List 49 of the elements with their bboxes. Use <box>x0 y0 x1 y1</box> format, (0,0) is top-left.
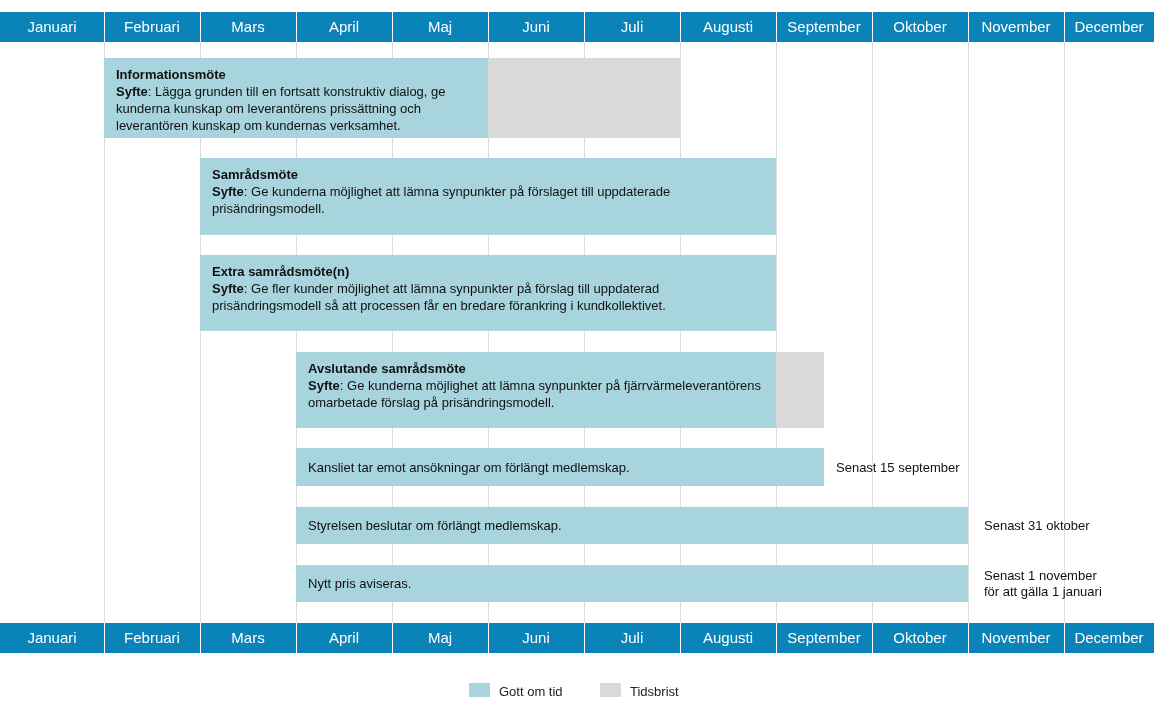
deadline-note: Senast 1 november för att gälla 1 januari <box>984 568 1103 600</box>
month-label: November <box>980 17 1052 37</box>
activity-text: Styrelsen beslutar om förlängt medlemskap. <box>308 517 562 534</box>
month-label: Maj <box>426 17 454 37</box>
month-label: Juni <box>521 628 551 648</box>
activity-bar <box>296 507 968 544</box>
month-label: Januari <box>26 17 78 37</box>
activity-bar <box>200 255 776 331</box>
month-label: Juli <box>619 628 645 648</box>
activity-description: Syfte: Lägga grunden till en fortsatt konstruktiv dialog, ge kunderna kunskap om leverantörens prissättning och leverantören kunskap om kundernas verksamhet. <box>116 83 447 134</box>
month-label: September <box>786 628 862 648</box>
activity-description: Syfte: Ge kunderna möjlighet att lämna synpunkter på fjärrvärmeleverantörens omarbetade förslag på prisändringsmodell. <box>308 377 763 411</box>
activity-title: Avslutande samrådsmöte <box>308 360 467 377</box>
month-label: Augusti <box>701 17 754 37</box>
month-label: April <box>328 628 360 648</box>
month-label: December <box>1073 628 1145 648</box>
activity-text: Kansliet tar emot ansökningar om förlängt medlemskap. <box>308 458 630 476</box>
time-shortage-bar <box>488 58 680 138</box>
legend-label: Tidsbrist <box>630 684 679 699</box>
activity-bar <box>200 158 776 235</box>
month-label: November <box>980 628 1052 648</box>
month-label: April <box>328 17 360 37</box>
deadline-note: Senast 15 september <box>836 460 961 476</box>
activity-bar <box>296 565 968 602</box>
month-label: Mars <box>230 17 266 37</box>
month-label: Januari <box>26 628 78 648</box>
month-label: Oktober <box>892 17 948 37</box>
activity-bar <box>296 352 776 428</box>
month-label: Maj <box>426 628 454 648</box>
deadline-note: Senast 31 oktober <box>984 518 1091 534</box>
legend-label: Gott om tid <box>499 684 563 699</box>
month-label: September <box>786 17 862 37</box>
time-shortage-bar <box>776 352 824 428</box>
month-label: Mars <box>230 628 266 648</box>
month-label: Juli <box>619 17 645 37</box>
activity-title: Extra samrådsmöte(n) <box>212 263 351 280</box>
activity-bar <box>296 448 824 486</box>
month-label: December <box>1073 17 1145 37</box>
activity-bar <box>104 58 488 138</box>
month-label: Oktober <box>892 628 948 648</box>
activity-title: Informationsmöte <box>116 66 227 83</box>
month-label: Augusti <box>701 628 754 648</box>
month-label: Juni <box>521 17 551 37</box>
activity-description: Syfte: Ge fler kunder möjlighet att lämna synpunkter på förslag till uppdaterad prisändringsmodell så att processen får en bredare förankring i kundkollektivet. <box>212 280 667 314</box>
month-label: Februari <box>123 17 181 37</box>
activity-title: Samrådsmöte <box>212 166 299 183</box>
activity-description: Syfte: Ge kunderna möjlighet att lämna synpunkter på förslaget till uppdaterade prisändringsmodell. <box>212 183 672 217</box>
month-label: Februari <box>123 628 181 648</box>
activity-text: Nytt pris aviseras. <box>308 575 412 592</box>
